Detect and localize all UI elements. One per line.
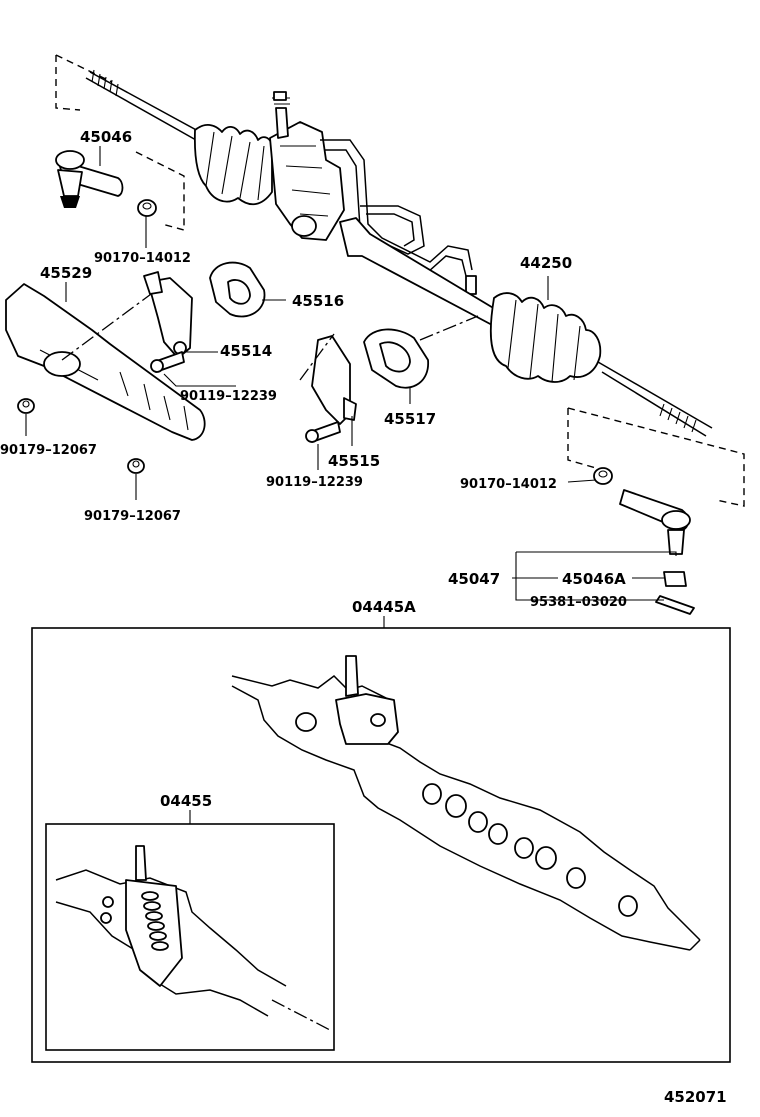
grommet-45516 (209, 261, 266, 318)
nut-90179-b (127, 458, 145, 474)
kit-04455-box (45, 810, 335, 1051)
label-90179-a: 90179–12067 (0, 443, 97, 458)
label-95381: 95381–03020 (530, 595, 627, 610)
tie-rod-end-right (619, 489, 691, 555)
label-90170-right: 90170–14012 (460, 477, 557, 492)
bolt-90119-left (150, 351, 185, 373)
label-45517: 45517 (384, 410, 436, 428)
label-90179-b: 90179–12067 (84, 509, 181, 524)
label-45516: 45516 (292, 292, 344, 310)
label-45515: 45515 (328, 452, 380, 470)
tie-rod-end-left (55, 150, 124, 208)
label-45046: 45046 (80, 128, 132, 146)
figure-number: 452071 (664, 1088, 727, 1106)
label-90119-right: 90119–12239 (266, 475, 363, 490)
bolt-90119-right (305, 421, 341, 443)
label-45046A: 45046A (562, 570, 626, 588)
leader-lines-top (25, 146, 677, 601)
label-04445A: 04445A (352, 598, 416, 616)
label-45514: 45514 (220, 342, 272, 360)
nut-45046A (663, 571, 687, 587)
label-90170-left: 90170–14012 (94, 251, 191, 266)
clamp-45514 (143, 271, 193, 359)
clamp-45515 (299, 333, 357, 425)
nut-90170-right (593, 467, 613, 485)
part-labels: 45046 90170–14012 45529 45516 45514 9011… (0, 128, 727, 1106)
label-45529: 45529 (40, 264, 92, 282)
grommet-45517 (363, 315, 479, 389)
label-90119-left: 90119–12239 (180, 389, 277, 404)
nut-90179-a (17, 398, 35, 414)
label-45047: 45047 (448, 570, 500, 588)
label-44250: 44250 (520, 254, 572, 272)
cotter-pin-95381 (655, 595, 695, 615)
nut-90170-left (137, 199, 157, 217)
label-04455: 04455 (160, 792, 212, 810)
kit-04445A-box (31, 616, 731, 1063)
steering-rack-assembly (55, 54, 745, 507)
